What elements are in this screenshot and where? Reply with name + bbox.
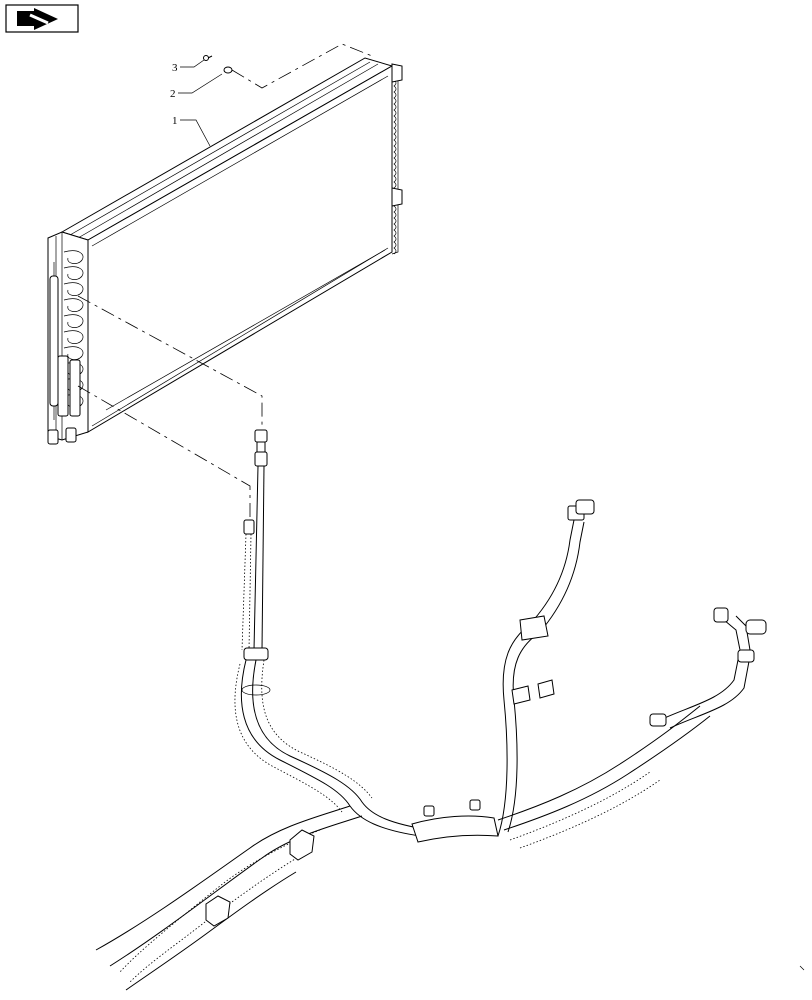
callout-1: 1 — [172, 115, 211, 147]
screw-part — [203, 55, 213, 61]
hose-bracket-upper — [289, 829, 315, 861]
hose-assembly — [95, 429, 767, 991]
callout-2: 2 — [170, 73, 223, 100]
assembly-centerlines — [77, 43, 373, 520]
callout-1-label: 1 — [172, 115, 178, 127]
hose-fitting-top — [254, 429, 268, 467]
arrow-back-icon — [17, 8, 58, 30]
hose-fitting-mid — [243, 519, 255, 535]
condenser-fins-right — [391, 63, 403, 255]
hose-bracket-lower — [205, 895, 231, 927]
callout-3: 3 — [172, 59, 205, 74]
hose-fitting-upper-right — [567, 499, 595, 521]
callout-3-label: 3 — [172, 62, 178, 74]
washer-part — [223, 66, 233, 74]
condenser-header-tank — [47, 231, 89, 445]
condenser-assembly — [47, 57, 403, 445]
callout-2-label: 2 — [170, 88, 176, 100]
nav-back-button[interactable] — [5, 4, 79, 33]
hose-fitting-far-right — [713, 607, 767, 635]
